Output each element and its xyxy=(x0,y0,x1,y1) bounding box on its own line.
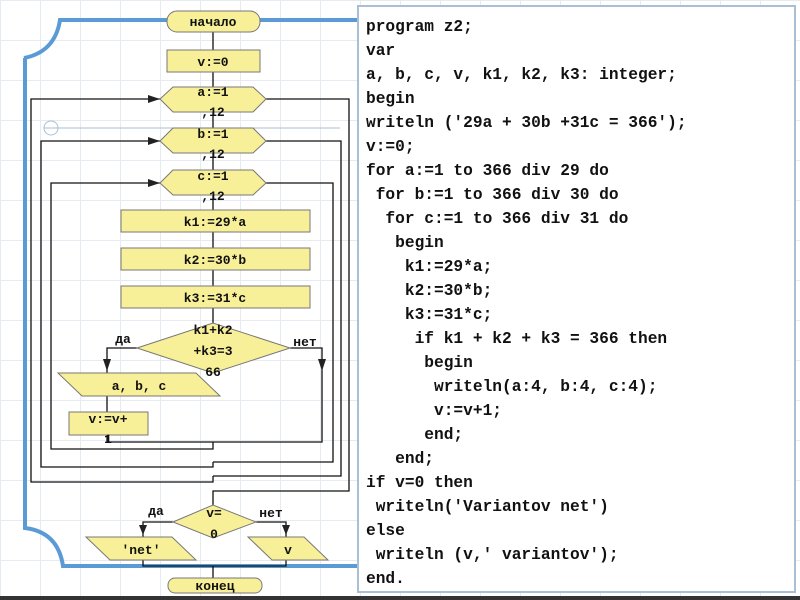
code-listing: program z2; var a, b, c, v, k1, k2, k3: in… xyxy=(357,5,796,593)
code-line: for c:=1 to 366 div 31 do xyxy=(366,210,629,228)
arrow-icon xyxy=(148,137,160,145)
loop-b-label: b:=1 xyxy=(197,127,228,142)
arrowheads xyxy=(103,95,326,535)
code-line: writeln ('29a + 30b +31c = 366'); xyxy=(366,114,687,132)
arrow-icon xyxy=(318,359,326,371)
flowchart: начало v:=0 a:=1 ,12 b:=1 ,12 c:=1 ,12 k… xyxy=(23,10,357,594)
k2-block xyxy=(120,247,311,271)
output-abc-block xyxy=(56,372,222,397)
bottom-bar xyxy=(0,596,800,600)
code-line: begin xyxy=(366,234,444,252)
loop-c-range: ,12 xyxy=(201,189,225,204)
arrow-icon xyxy=(139,525,147,535)
arrow-icon xyxy=(148,95,160,103)
condition2-diamond xyxy=(171,504,258,539)
output-v-block xyxy=(246,536,330,561)
code-line: k2:=30*b; xyxy=(366,282,493,300)
init-block xyxy=(166,49,261,73)
yes-label: да xyxy=(115,332,131,347)
yes2-label: да xyxy=(148,504,164,519)
code-line: end; xyxy=(366,450,434,468)
code-line: k1:=29*a; xyxy=(366,258,493,276)
start-terminator xyxy=(166,10,261,33)
code-line: begin xyxy=(366,354,473,372)
k3-block xyxy=(120,285,311,309)
no-label: нет xyxy=(293,335,317,350)
loop-c-block xyxy=(159,169,267,196)
code-line: a, b, c, v, k1, k2, k3: integer; xyxy=(366,66,677,84)
condition2-line1: v= xyxy=(206,506,222,521)
code-line: k3:=31*c; xyxy=(366,306,493,324)
code-line: end. xyxy=(366,570,405,588)
code-line: v:=v+1; xyxy=(366,402,502,420)
k3-label: k3:=31*c xyxy=(184,291,247,306)
loop-b-range: ,12 xyxy=(201,147,225,162)
code-line: program z2; xyxy=(366,18,473,36)
arrow-icon xyxy=(282,525,290,535)
condition-line2: +k3=3 xyxy=(193,344,232,359)
arrow-icon xyxy=(148,179,160,187)
condition-diamond xyxy=(135,322,292,374)
output-abc-label: a, b, c xyxy=(112,379,167,394)
slide-frame xyxy=(23,18,357,568)
output-net-label: 'net' xyxy=(121,543,160,558)
loop-a-label: a:=1 xyxy=(197,85,228,100)
loop-a-range: ,12 xyxy=(201,105,225,120)
arrow-icon xyxy=(103,359,111,371)
k1-label: k1:=29*a xyxy=(184,215,247,230)
code-line: if k1 + k2 + k3 = 366 then xyxy=(366,330,668,348)
increment-line2: 1 xyxy=(104,432,112,447)
increment-block xyxy=(68,411,149,436)
loop-a-block xyxy=(159,86,267,113)
start-label: начало xyxy=(190,15,237,30)
code-line: writeln (v,' variantov'); xyxy=(366,546,619,564)
condition-line3: 66 xyxy=(205,365,221,380)
condition2-line2: 0 xyxy=(210,527,218,542)
code-line: v:=0; xyxy=(366,138,415,156)
code-line: else xyxy=(366,522,405,540)
condition-line1: k1+k2 xyxy=(193,323,232,338)
k2-label: k2:=30*b xyxy=(184,253,247,268)
code-line: writeln('Variantov net') xyxy=(366,498,609,516)
output-v-label: v xyxy=(284,543,292,558)
loop-c-label: c:=1 xyxy=(197,169,228,184)
end-label: конец xyxy=(195,579,234,594)
loop-b-block xyxy=(159,127,267,154)
code-line: begin xyxy=(366,90,415,108)
connectors xyxy=(30,32,350,578)
code-line: writeln(a:4, b:4, c:4); xyxy=(366,378,658,396)
code-line: end; xyxy=(366,426,464,444)
no2-label: нет xyxy=(259,506,283,521)
code-line: for a:=1 to 366 div 29 do xyxy=(366,162,609,180)
code-line: if v=0 then xyxy=(366,474,473,492)
output-net-block xyxy=(84,536,198,561)
code-line: for b:=1 to 366 div 30 do xyxy=(366,186,619,204)
code-line: var xyxy=(366,42,396,60)
init-label: v:=0 xyxy=(197,55,228,70)
end-terminator xyxy=(167,577,263,594)
increment-line1: v:=v+ xyxy=(88,412,127,427)
k1-block xyxy=(120,209,311,233)
